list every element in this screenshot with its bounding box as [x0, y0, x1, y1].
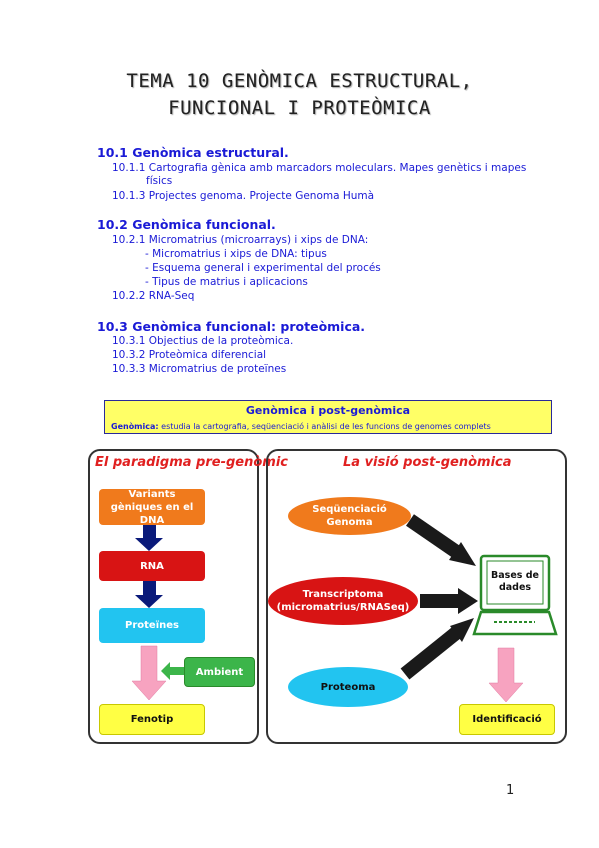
toc-item: - Tipus de matrius i aplicacions: [145, 276, 308, 288]
toc-item: 10.3.1 Objectius de la proteòmica.: [112, 335, 294, 347]
banner-title: Genòmica i post-genòmica: [245, 404, 411, 417]
toc-item: 10.1.3 Projectes genoma. Projecte Genoma…: [112, 190, 375, 202]
toc-item: 10.3.2 Proteòmica diferencial: [112, 349, 267, 361]
section-heading-10-1: 10.1 Genòmica estructural.: [97, 145, 289, 160]
transcriptoma-ellipse: Transcriptoma (micromatrius/RNASeq): [268, 577, 418, 625]
proteoma-ellipse: Proteoma: [288, 667, 408, 707]
section-heading-10-2: 10.2 Genòmica funcional.: [97, 217, 276, 232]
proteines-box: Proteïnes: [99, 608, 205, 643]
post-genomic-title: La visió post-genòmica: [343, 455, 512, 470]
banner-definition: Genòmica: estudia la cartografia, seqüen…: [111, 422, 491, 431]
variants-box: Variants gèniques en el DNA: [99, 489, 205, 526]
sequenciacio-ellipse: Seqüenciació Genoma: [288, 497, 411, 535]
toc-item: 10.2.2 RNA-Seq: [112, 290, 195, 302]
toc-item: físics: [146, 175, 173, 187]
pre-genomic-panel: [88, 449, 259, 744]
toc-item: 10.1.1 Cartografia gènica amb marcadors …: [112, 162, 527, 174]
page-title-line2: FUNCIONAL I PROTEÒMICA: [168, 97, 431, 119]
banner-definition-text: estudia la cartografia, seqüenciació i a…: [158, 422, 491, 431]
toc-item: 10.3.3 Micromatrius de proteïnes: [112, 363, 287, 375]
section-heading-10-3: 10.3 Genòmica funcional: proteòmica.: [97, 319, 366, 334]
definition-banner: Genòmica i post-genòmica Genòmica: estud…: [104, 400, 552, 434]
fenotip-box: Fenotip: [99, 704, 205, 735]
post-genomic-panel: [266, 449, 567, 744]
page-number: 1: [506, 783, 515, 798]
pre-genomic-title: El paradigma pre-genòmic: [95, 455, 288, 470]
bases-de-dades-label: Bases de dades: [491, 569, 539, 593]
toc-item: 10.2.1 Micromatrius (microarrays) i xips…: [112, 234, 369, 246]
toc-item: - Micromatrius i xips de DNA: tipus: [145, 248, 327, 260]
toc-item: - Esquema general i experimental del pro…: [145, 262, 381, 274]
banner-term: Genòmica:: [111, 422, 159, 431]
ambient-box: Ambient: [184, 657, 255, 687]
page-title-line1: TEMA 10 GENÒMICA ESTRUCTURAL,: [126, 70, 473, 92]
rna-box: RNA: [99, 551, 205, 581]
identificacio-box: Identificació: [459, 704, 555, 735]
